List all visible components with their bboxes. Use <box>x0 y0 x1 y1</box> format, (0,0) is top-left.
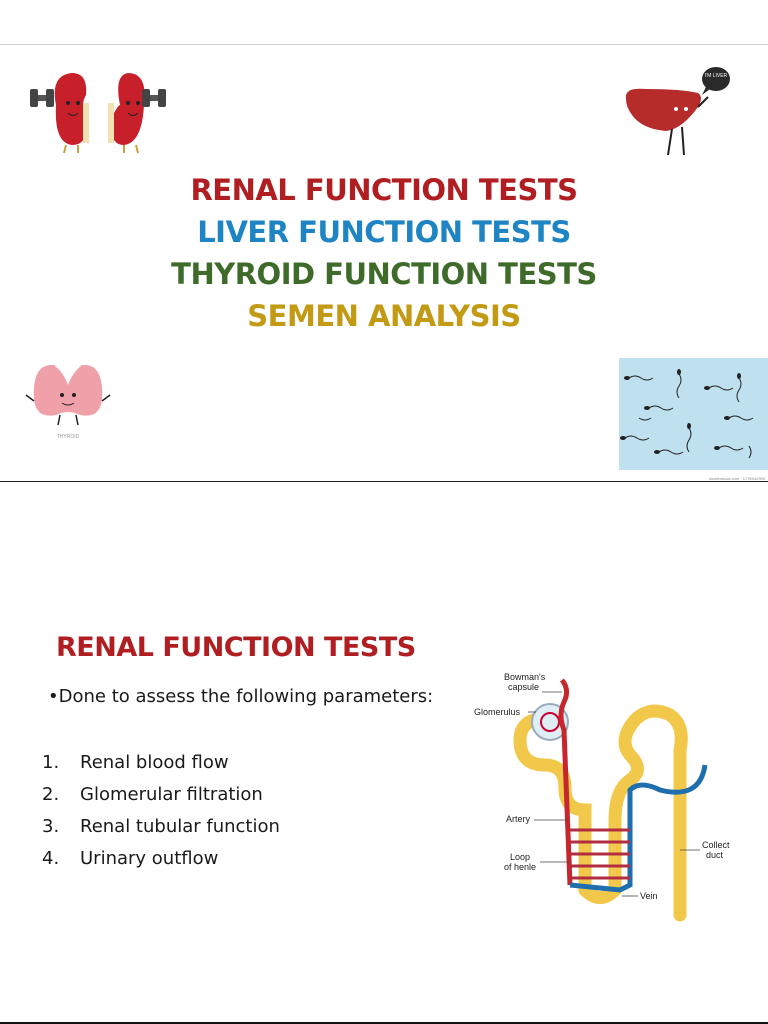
sperm-caption: shutterstock.com · 1775942399 <box>709 476 766 481</box>
bullet-point: •Done to assess the following parameters… <box>48 686 434 707</box>
topic-liver: LIVER FUNCTION TESTS <box>197 215 571 249</box>
renal-function-slide: RENAL FUNCTION TESTS •Done to assess the… <box>0 482 768 1024</box>
topics-list: RENAL FUNCTION TESTS LIVER FUNCTION TEST… <box>0 169 768 337</box>
label-loop: Loop <box>510 852 530 862</box>
bullet-text: Done to assess the following parameters: <box>58 686 434 707</box>
topic-semen: SEMEN ANALYSIS <box>247 299 521 333</box>
topic-renal: RENAL FUNCTION TESTS <box>190 173 578 207</box>
thyroid-caption: THYROID <box>57 434 80 440</box>
label-artery: Artery <box>506 814 531 824</box>
dumbbell-icon <box>142 89 166 107</box>
topic-thyroid: THYROID FUNCTION TESTS <box>171 257 597 291</box>
label-collecting-2: duct <box>706 850 724 860</box>
label-collecting: Collecting <box>702 840 730 850</box>
label-bowman: Bowman's <box>504 672 546 682</box>
thyroid-illustration: THYROID <box>25 364 111 440</box>
title-slide: I'M LIVER RENAL FUNCTION TESTS LIVER FUN… <box>0 44 768 483</box>
nephron-diagram: Bowman's capsule Glomerulus Artery Loop … <box>474 672 730 922</box>
list-item: 2.Glomerular filtration <box>42 784 263 805</box>
liver-illustration: I'M LIVER <box>625 67 730 156</box>
speech-bubble-text: I'M LIVER <box>705 73 728 79</box>
dumbbell-icon <box>30 89 54 107</box>
parameters-list: 1.Renal blood flow 2.Glomerular filtrati… <box>42 752 280 880</box>
list-item: 4.Urinary outflow <box>42 848 219 869</box>
label-loop-2: of henle <box>504 862 536 872</box>
speech-bubble <box>702 67 730 91</box>
list-item: 1.Renal blood flow <box>42 752 229 773</box>
slide-title: RENAL FUNCTION TESTS <box>56 632 416 663</box>
label-glomerulus: Glomerulus <box>474 707 521 717</box>
label-vein: Vein <box>640 891 658 901</box>
kidneys-illustration <box>30 73 166 154</box>
label-bowman-2: capsule <box>508 682 539 692</box>
sperm-image: shutterstock.com · 1775942399 <box>619 358 768 481</box>
list-item: 3.Renal tubular function <box>42 816 280 837</box>
